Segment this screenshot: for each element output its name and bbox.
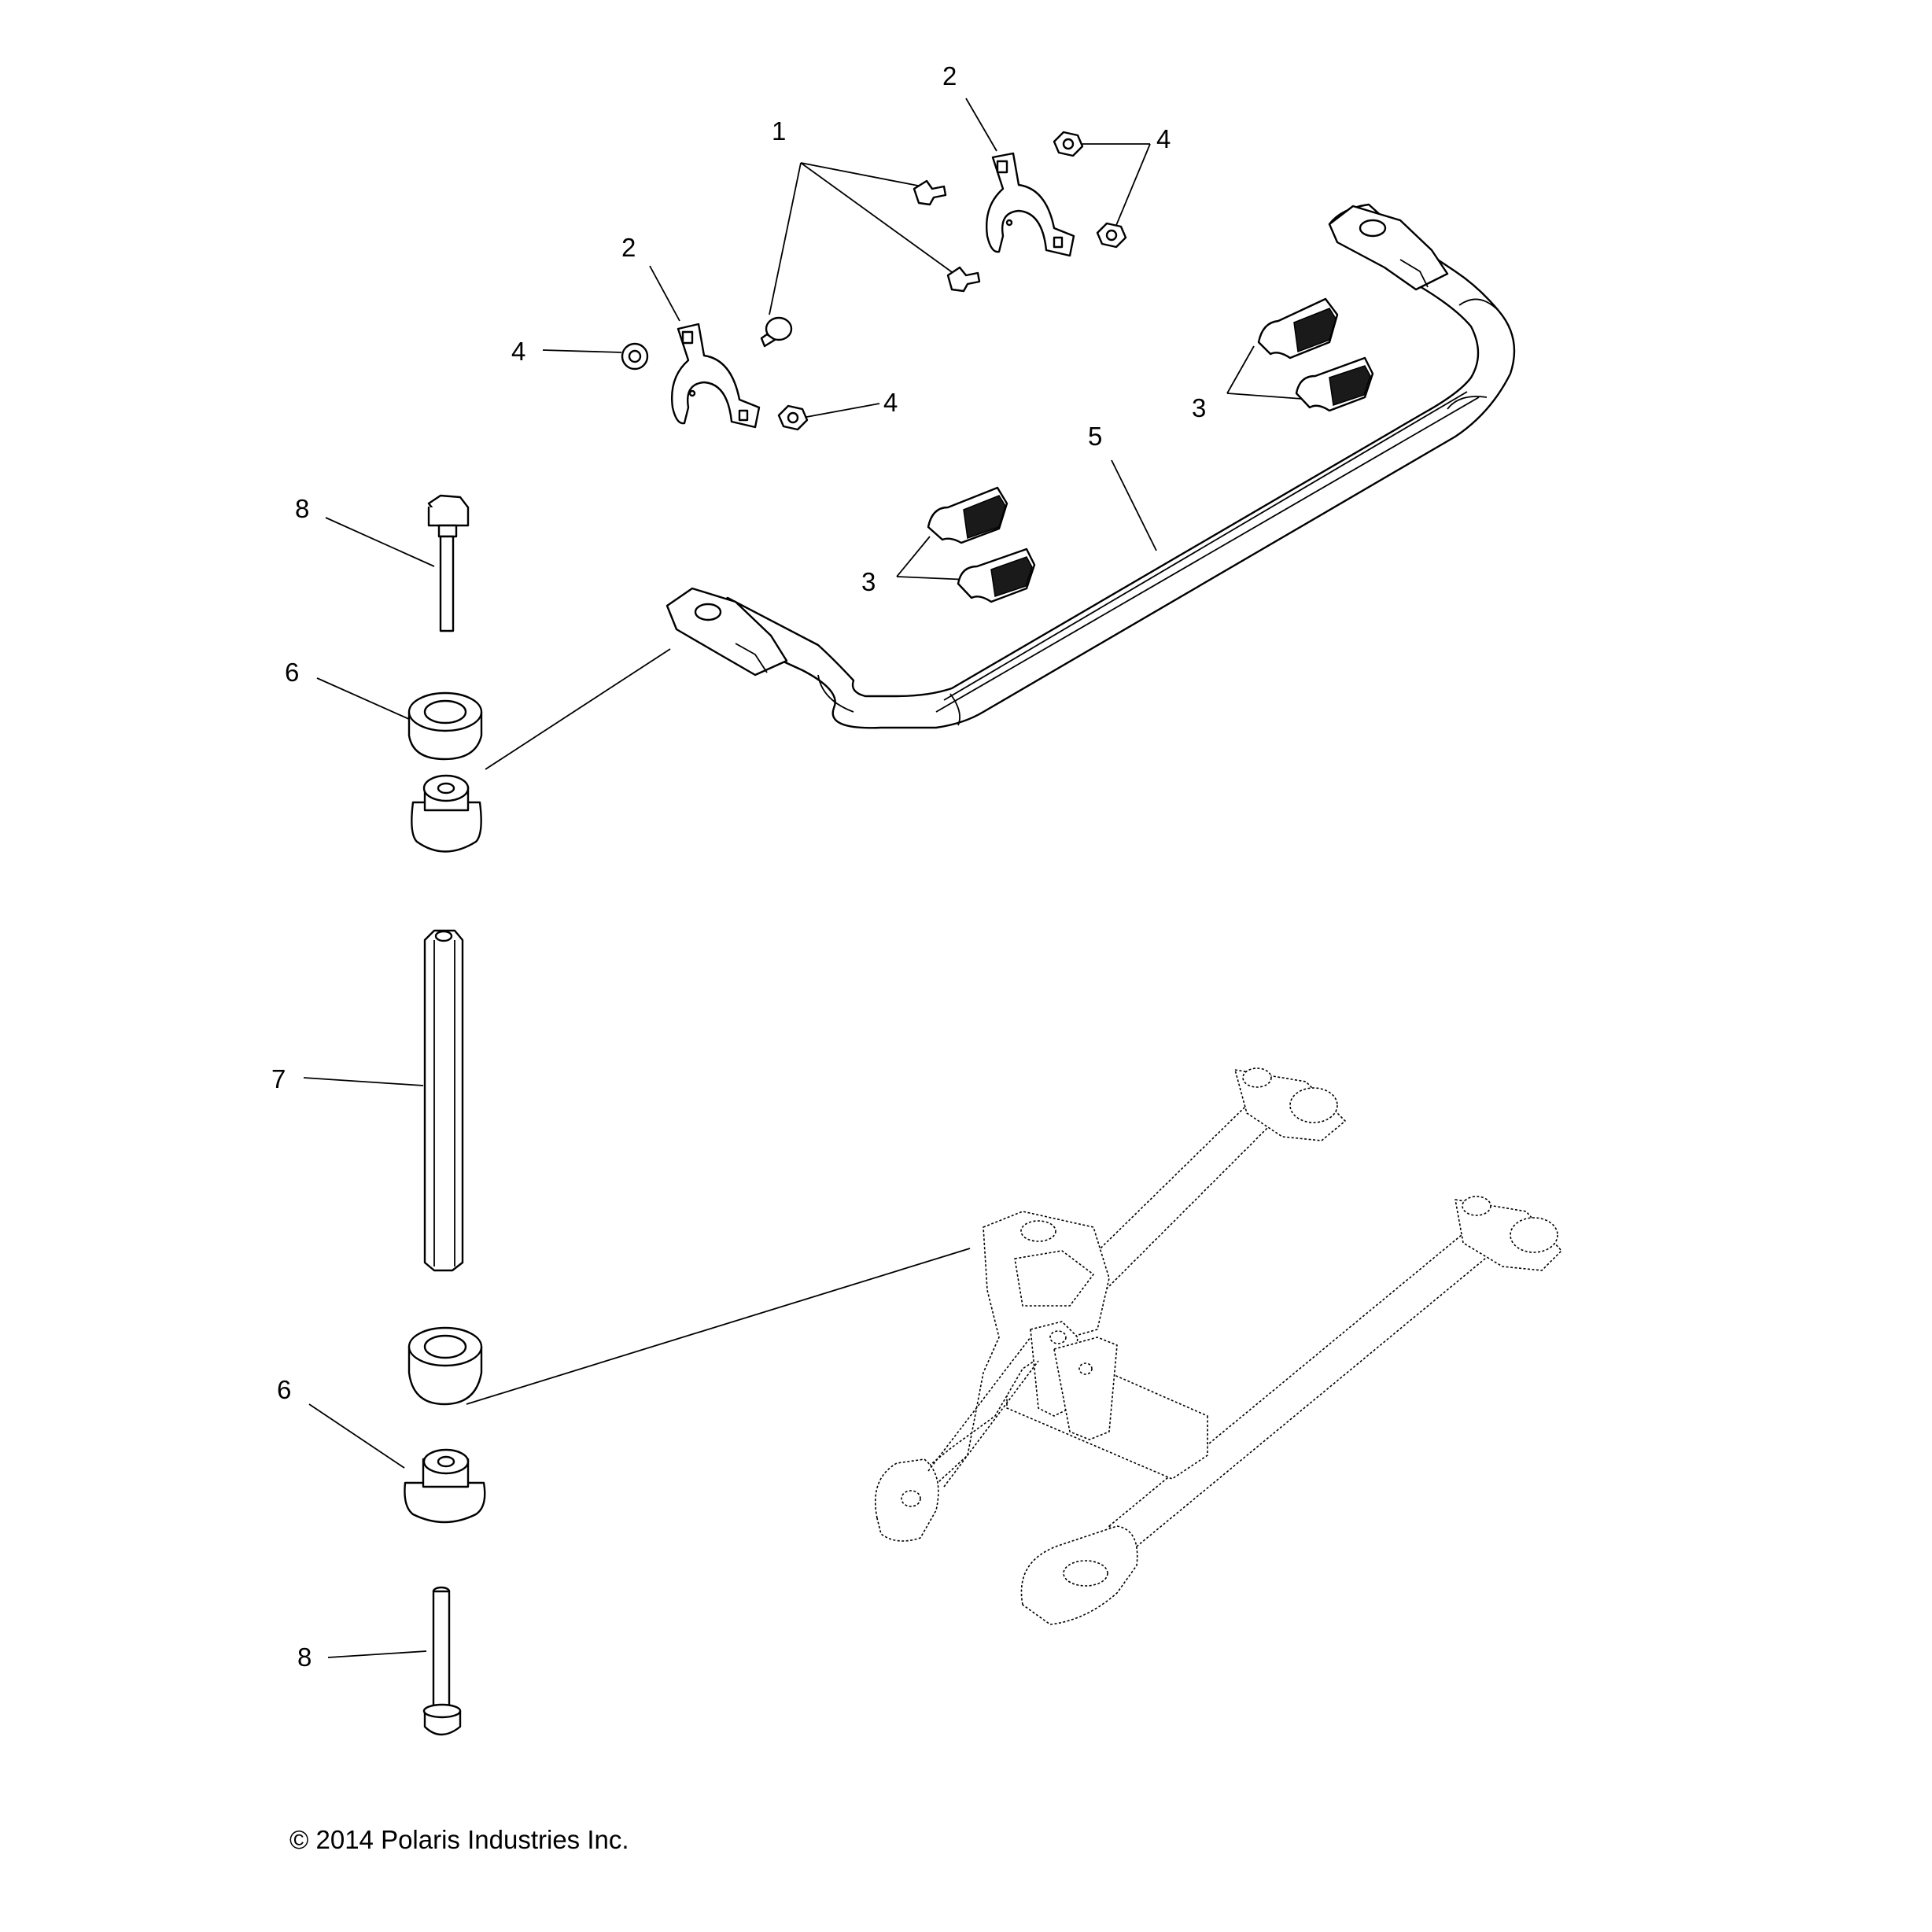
callout-4-top: 4: [1156, 124, 1171, 153]
bolt-bottom: [422, 1586, 462, 1736]
callout-3-right: 3: [1192, 393, 1207, 422]
bolt-top: [427, 494, 470, 632]
callout-6-top: 6: [285, 658, 300, 687]
sway-bar: [666, 203, 1516, 729]
callout-2-left: 2: [621, 233, 636, 262]
callout-7: 7: [271, 1064, 286, 1093]
link-bushing-top: [407, 691, 483, 853]
callout-3-left: 3: [861, 567, 876, 596]
clamp-left: [671, 323, 761, 429]
link-bushing-bottom: [404, 1326, 486, 1524]
callout-2-top: 2: [942, 61, 957, 90]
callout-1: 1: [772, 116, 787, 146]
clamp-top: [986, 152, 1075, 257]
callout-8-top: 8: [295, 494, 310, 523]
callout-4-left: 4: [511, 337, 526, 366]
leader-lines: [303, 98, 1303, 1658]
callout-8-bottom: 8: [297, 1643, 312, 1672]
clamp-bolts: [760, 179, 981, 348]
clamp-nuts: [621, 131, 1127, 431]
callout-5: 5: [1088, 422, 1103, 451]
link-rod: [423, 929, 464, 1272]
suspension-frame-reference: [875, 1067, 1562, 1625]
callout-4-middle: 4: [883, 388, 898, 417]
copyright-notice: © 2014 Polaris Industries Inc.: [289, 1825, 629, 1854]
bar-bushing-left-pair: [927, 486, 1036, 603]
bar-bushing-right-pair: [1257, 297, 1374, 412]
callout-6-bottom: 6: [277, 1375, 292, 1404]
